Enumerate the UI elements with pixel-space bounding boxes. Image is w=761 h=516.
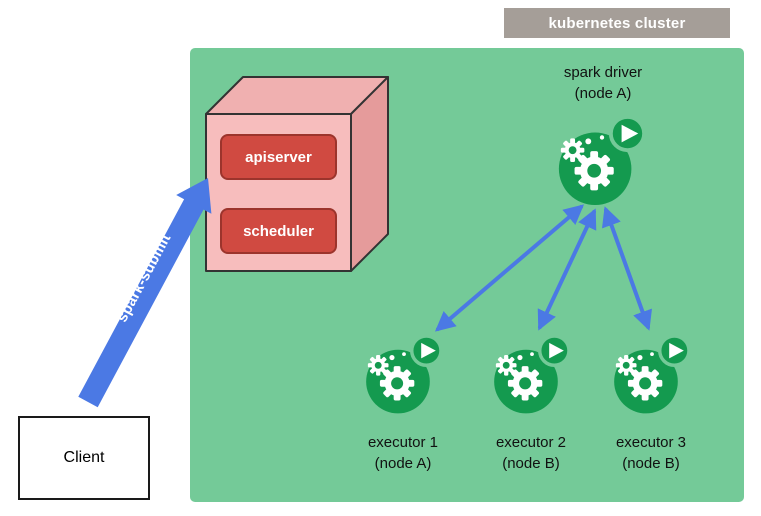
executor-2-name: executor 2 bbox=[495, 434, 567, 451]
executor-3-name: executor 3 bbox=[615, 434, 687, 451]
spark-driver-name: spark driver bbox=[563, 64, 643, 81]
scheduler-box: scheduler bbox=[220, 208, 337, 254]
executor-1-node: (node A) bbox=[374, 455, 432, 472]
kubernetes-cluster-label: kubernetes cluster bbox=[504, 8, 730, 38]
spark-driver-pod-icon bbox=[552, 110, 652, 208]
executor-3-node: (node B) bbox=[622, 455, 680, 472]
spark-submit-label: spark-submit bbox=[114, 231, 175, 325]
spark-driver-node: (node A) bbox=[574, 85, 632, 102]
executor-3-pod-icon bbox=[608, 330, 696, 416]
executor-3-label: executor 3 (node B) bbox=[586, 432, 716, 474]
executor-2-label: executor 2 (node B) bbox=[466, 432, 596, 474]
executor-1-name: executor 1 bbox=[367, 434, 439, 451]
client-box: Client bbox=[18, 416, 150, 500]
spark-driver-label: spark driver (node A) bbox=[530, 62, 676, 104]
executor-1-label: executor 1 (node A) bbox=[338, 432, 468, 474]
apiserver-box: apiserver bbox=[220, 134, 337, 180]
executor-2-node: (node B) bbox=[502, 455, 560, 472]
executor-1-pod-icon bbox=[360, 330, 448, 416]
executor-2-pod-icon bbox=[488, 330, 576, 416]
